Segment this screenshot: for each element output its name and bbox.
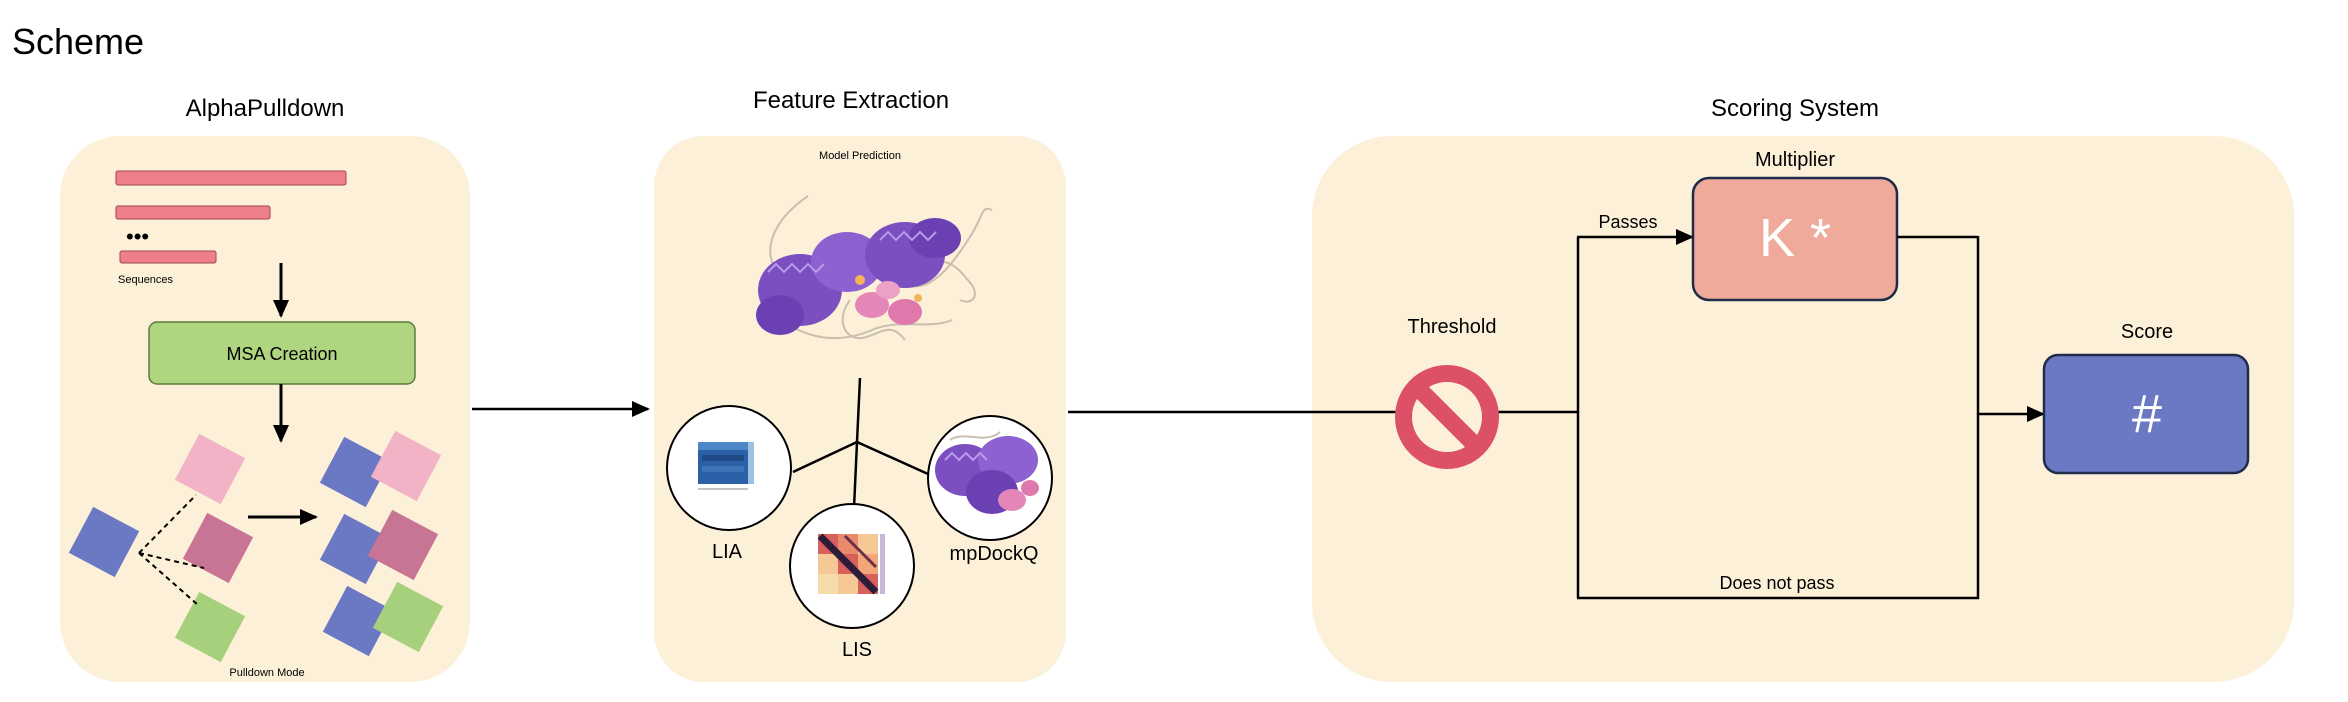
lis-feature <box>789 503 915 629</box>
pair-square <box>319 513 391 585</box>
lis-label: LIS <box>842 639 872 661</box>
msa-label: MSA Creation <box>226 344 337 364</box>
scoring-system-panel: Scoring System Threshold Passes Multipli… <box>1068 95 2294 682</box>
mpdockq-feature <box>927 415 1053 541</box>
prey-square <box>174 591 246 663</box>
feature-tree-line <box>852 441 859 509</box>
pair-square <box>319 436 391 508</box>
prohibited-icon <box>1395 365 1499 469</box>
passes-label: Passes <box>1598 212 1657 232</box>
feature-tree-line <box>792 440 858 474</box>
page-title: Scheme <box>12 21 144 62</box>
feature-extraction-panel: Feature Extraction Model Prediction <box>654 87 1066 682</box>
pair-square <box>322 585 394 657</box>
sequence-bar <box>119 250 217 264</box>
alphapulldown-title: AlphaPulldown <box>186 95 345 122</box>
pulldown-dashed-line <box>138 552 199 606</box>
pulldown-mode-label: Pulldown Mode <box>229 667 304 679</box>
threshold-label: Threshold <box>1408 316 1497 338</box>
sequence-bar <box>115 170 347 186</box>
lia-label: LIA <box>712 541 743 563</box>
pair-square <box>367 509 439 581</box>
protein-structure-image <box>756 195 993 341</box>
lia-feature <box>666 405 792 531</box>
multiplier-label: Multiplier <box>1755 149 1835 171</box>
feature-tree-line <box>856 440 929 476</box>
multiplier-symbol: K * <box>1759 208 1831 268</box>
mpdockq-label: mpDockQ <box>950 543 1039 565</box>
lia-heatmap-image <box>698 442 754 490</box>
pair-square <box>370 430 442 502</box>
prey-square <box>174 433 246 505</box>
bait-square <box>68 506 140 578</box>
feature-extraction-title: Feature Extraction <box>753 87 949 114</box>
mpdockq-structure-image <box>935 431 1039 514</box>
score-label: Score <box>2121 321 2173 343</box>
feature-tree-line <box>855 377 862 443</box>
model-prediction-label: Model Prediction <box>819 150 901 162</box>
pair-square <box>372 581 444 653</box>
scoring-system-title: Scoring System <box>1711 95 1879 122</box>
alphapulldown-panel: AlphaPulldown ••• Sequences MSA Creation… <box>60 95 470 682</box>
multiplier-box <box>1691 176 1899 302</box>
pulldown-dashed-line <box>138 494 197 554</box>
sequence-bar <box>115 205 271 220</box>
sequence-ellipsis: ••• <box>126 224 149 249</box>
sequences-label: Sequences <box>118 274 174 286</box>
lis-heatmap-image <box>817 533 885 595</box>
score-box <box>2042 353 2250 475</box>
score-symbol: # <box>2132 384 2162 444</box>
pulldown-dashed-line <box>138 552 205 569</box>
prey-square <box>182 512 254 584</box>
fail-label: Does not pass <box>1719 573 1834 593</box>
